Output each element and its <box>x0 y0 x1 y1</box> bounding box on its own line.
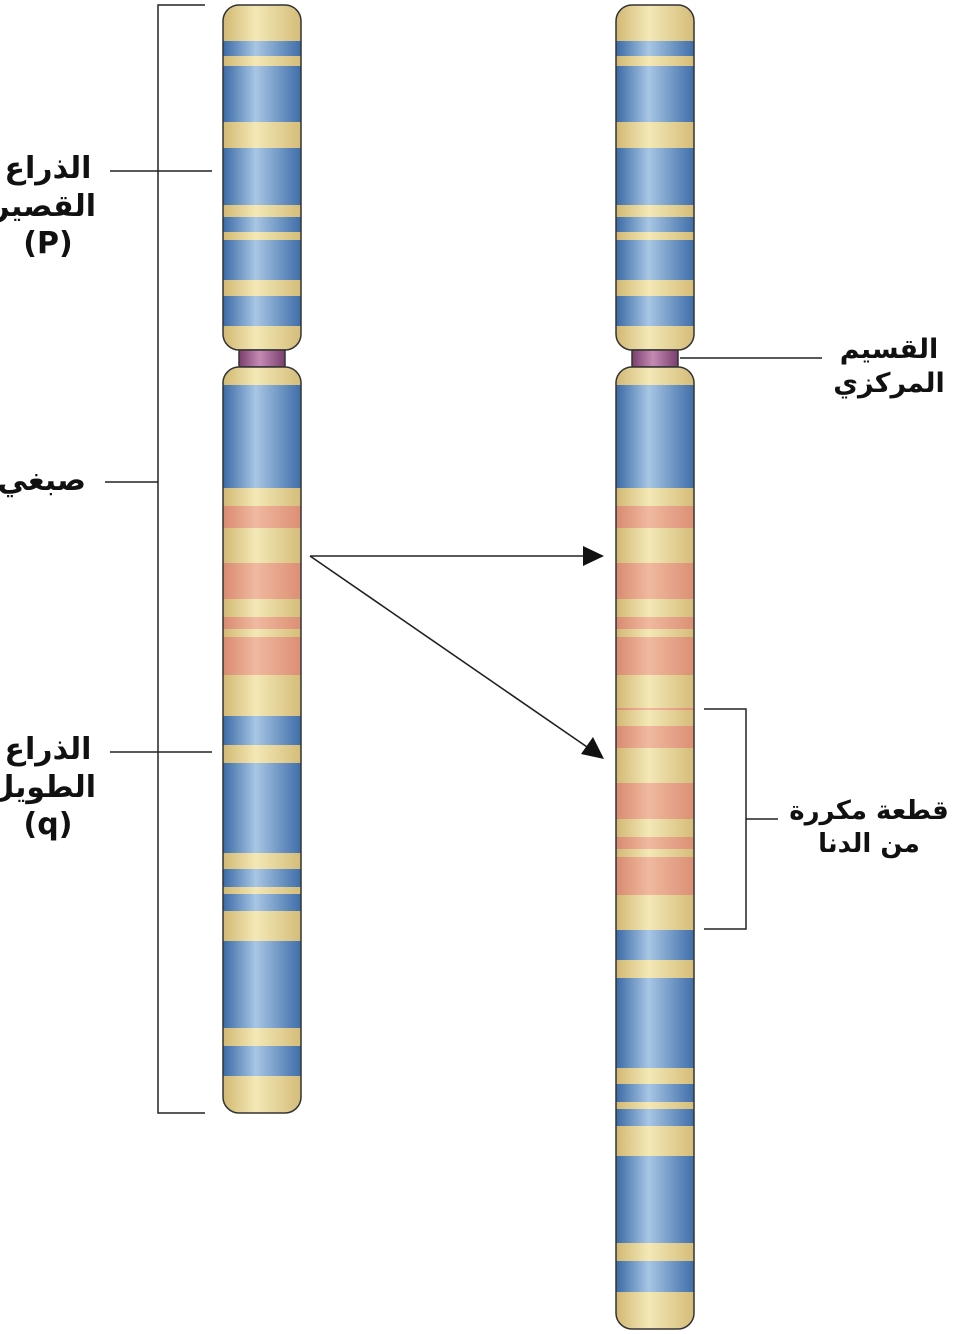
duplicated-dna-segment <box>616 708 694 930</box>
chromosome-label: صبغي <box>0 463 86 498</box>
right-long-arm <box>616 367 694 1329</box>
left-short-arm <box>223 5 301 350</box>
short-arm-label-line3: (P) <box>23 226 73 261</box>
centromere-label: القسيم المركزي <box>828 333 950 401</box>
arrowhead-upper-icon <box>583 546 604 566</box>
centromere-label-line2: المركزي <box>833 367 945 399</box>
repeat-segment-label: قطعة مكررة من الدنا <box>788 795 950 860</box>
repeat-segment-bracket <box>704 708 778 930</box>
long-arm-label-line2: الطويل <box>0 769 96 805</box>
arrowhead-lower-icon <box>581 737 604 759</box>
short-arm-label: الذراع القصير (P) <box>0 150 96 263</box>
long-arm-label: الذراع الطويل (q) <box>0 731 96 844</box>
repeat-segment-label-line1: قطعة مكررة <box>789 796 949 826</box>
long-arm-label-line1: الذراع <box>4 732 92 767</box>
chromosome-bracket <box>105 4 205 1114</box>
right-short-arm <box>616 5 694 350</box>
duplication-arrows <box>309 546 604 759</box>
short-arm-label-line1: الذراع <box>4 151 92 186</box>
left-long-arm <box>223 367 301 1113</box>
right-centromere <box>631 349 679 368</box>
repeat-segment-label-line2: من الدنا <box>818 828 920 859</box>
left-chromosome <box>222 4 302 1114</box>
centromere-label-line1: القسيم <box>839 334 939 365</box>
long-arm-label-line3: (q) <box>23 807 73 842</box>
left-centromere <box>238 349 286 368</box>
short-arm-label-line2: القصير <box>0 188 96 224</box>
right-chromosome <box>615 4 695 1330</box>
